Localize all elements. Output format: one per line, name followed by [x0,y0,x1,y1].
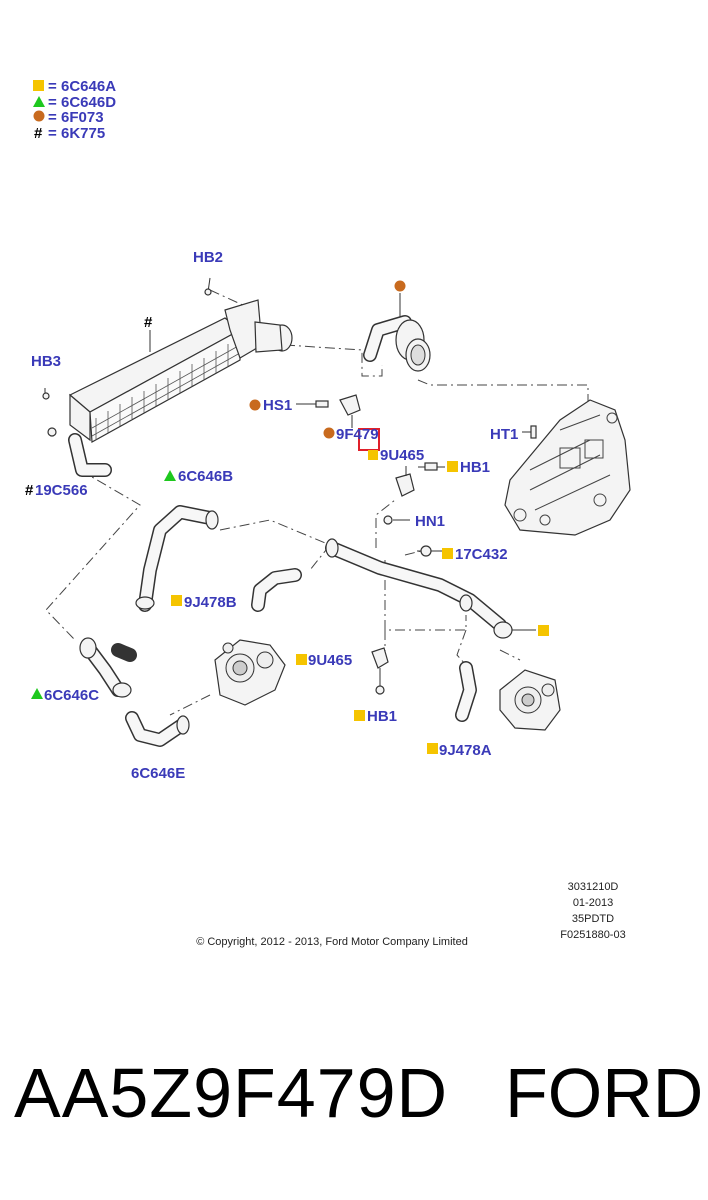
throttle-elbow [363,280,431,372]
label-hn1: HN1 [415,513,445,530]
hash-icon: # [144,314,153,331]
legend-eq-3: = [48,109,57,126]
legend-code-4: 6K775 [61,125,105,142]
turbocharger-right [499,669,561,731]
doc-info-line: 01-2013 [573,897,613,909]
legend-eq-2: = [48,94,57,111]
legend-eq-1: = [48,78,57,95]
copyright-text: © Copyright, 2012 - 2013, Ford Motor Com… [196,936,468,948]
label-9j478a: 9J478A [439,742,492,759]
label-hb2: HB2 [193,249,223,266]
legend-eq-4: = [48,125,57,142]
yellow-square-icon [447,461,458,472]
legend-code-1: 6C646A [61,78,116,95]
label-6c646b: 6C646B [178,468,233,485]
yellow-square-icon [442,548,453,559]
label-9u465-top: 9U465 [380,447,424,464]
label-9u465-bottom: 9U465 [308,652,352,669]
label-9j478b: 9J478B [184,594,237,611]
hash-icon: # [34,125,43,142]
yellow-square-icon [368,450,378,460]
label-6c646c: 6C646C [44,687,99,704]
label-9f479: 9F479 [336,426,379,443]
legend: = 6C646A = 6C646D = 6F073 # = 6K775 [33,78,116,142]
yellow-square-icon [296,654,307,665]
yellow-square-icon [354,710,365,721]
label-ht1: HT1 [490,426,518,443]
legend-code-3: 6F073 [61,109,104,126]
legend-code-2: 6C646D [61,94,116,111]
label-6c646e: 6C646E [131,765,185,782]
brand-name: FORD [505,1054,704,1132]
orange-circle-icon [33,110,45,122]
yellow-square-icon [538,625,549,636]
yellow-square-icon [427,743,438,754]
parts-diagram: = 6C646A = 6C646D = 6F073 # = 6K775 [25,78,631,948]
main-pipe [325,538,513,639]
label-17c432: 17C432 [455,546,508,563]
label-hb1-bottom: HB1 [367,708,397,725]
part-number: AA5Z9F479D [14,1054,449,1132]
turbocharger-left [214,639,286,706]
intercooler [47,299,293,477]
label-hb3: HB3 [31,353,61,370]
green-triangle-icon [31,688,43,699]
doc-info-line: 3031210D [568,881,619,893]
orange-circle-marker [394,280,406,292]
green-triangle-icon [33,96,45,107]
orange-circle-marker [249,399,261,411]
yellow-square-icon [171,595,182,606]
label-19c566: 19C566 [35,482,88,499]
intake-manifold [504,399,631,536]
label-hs1: HS1 [263,397,292,414]
doc-info-line: F0251880-03 [560,929,625,941]
hash-icon: # [25,482,34,499]
label-hb1-top: HB1 [460,459,490,476]
doc-info-line: 35PDTD [572,913,614,925]
yellow-square-icon [33,80,44,91]
green-triangle-icon [164,470,176,481]
orange-circle-marker [323,427,335,439]
